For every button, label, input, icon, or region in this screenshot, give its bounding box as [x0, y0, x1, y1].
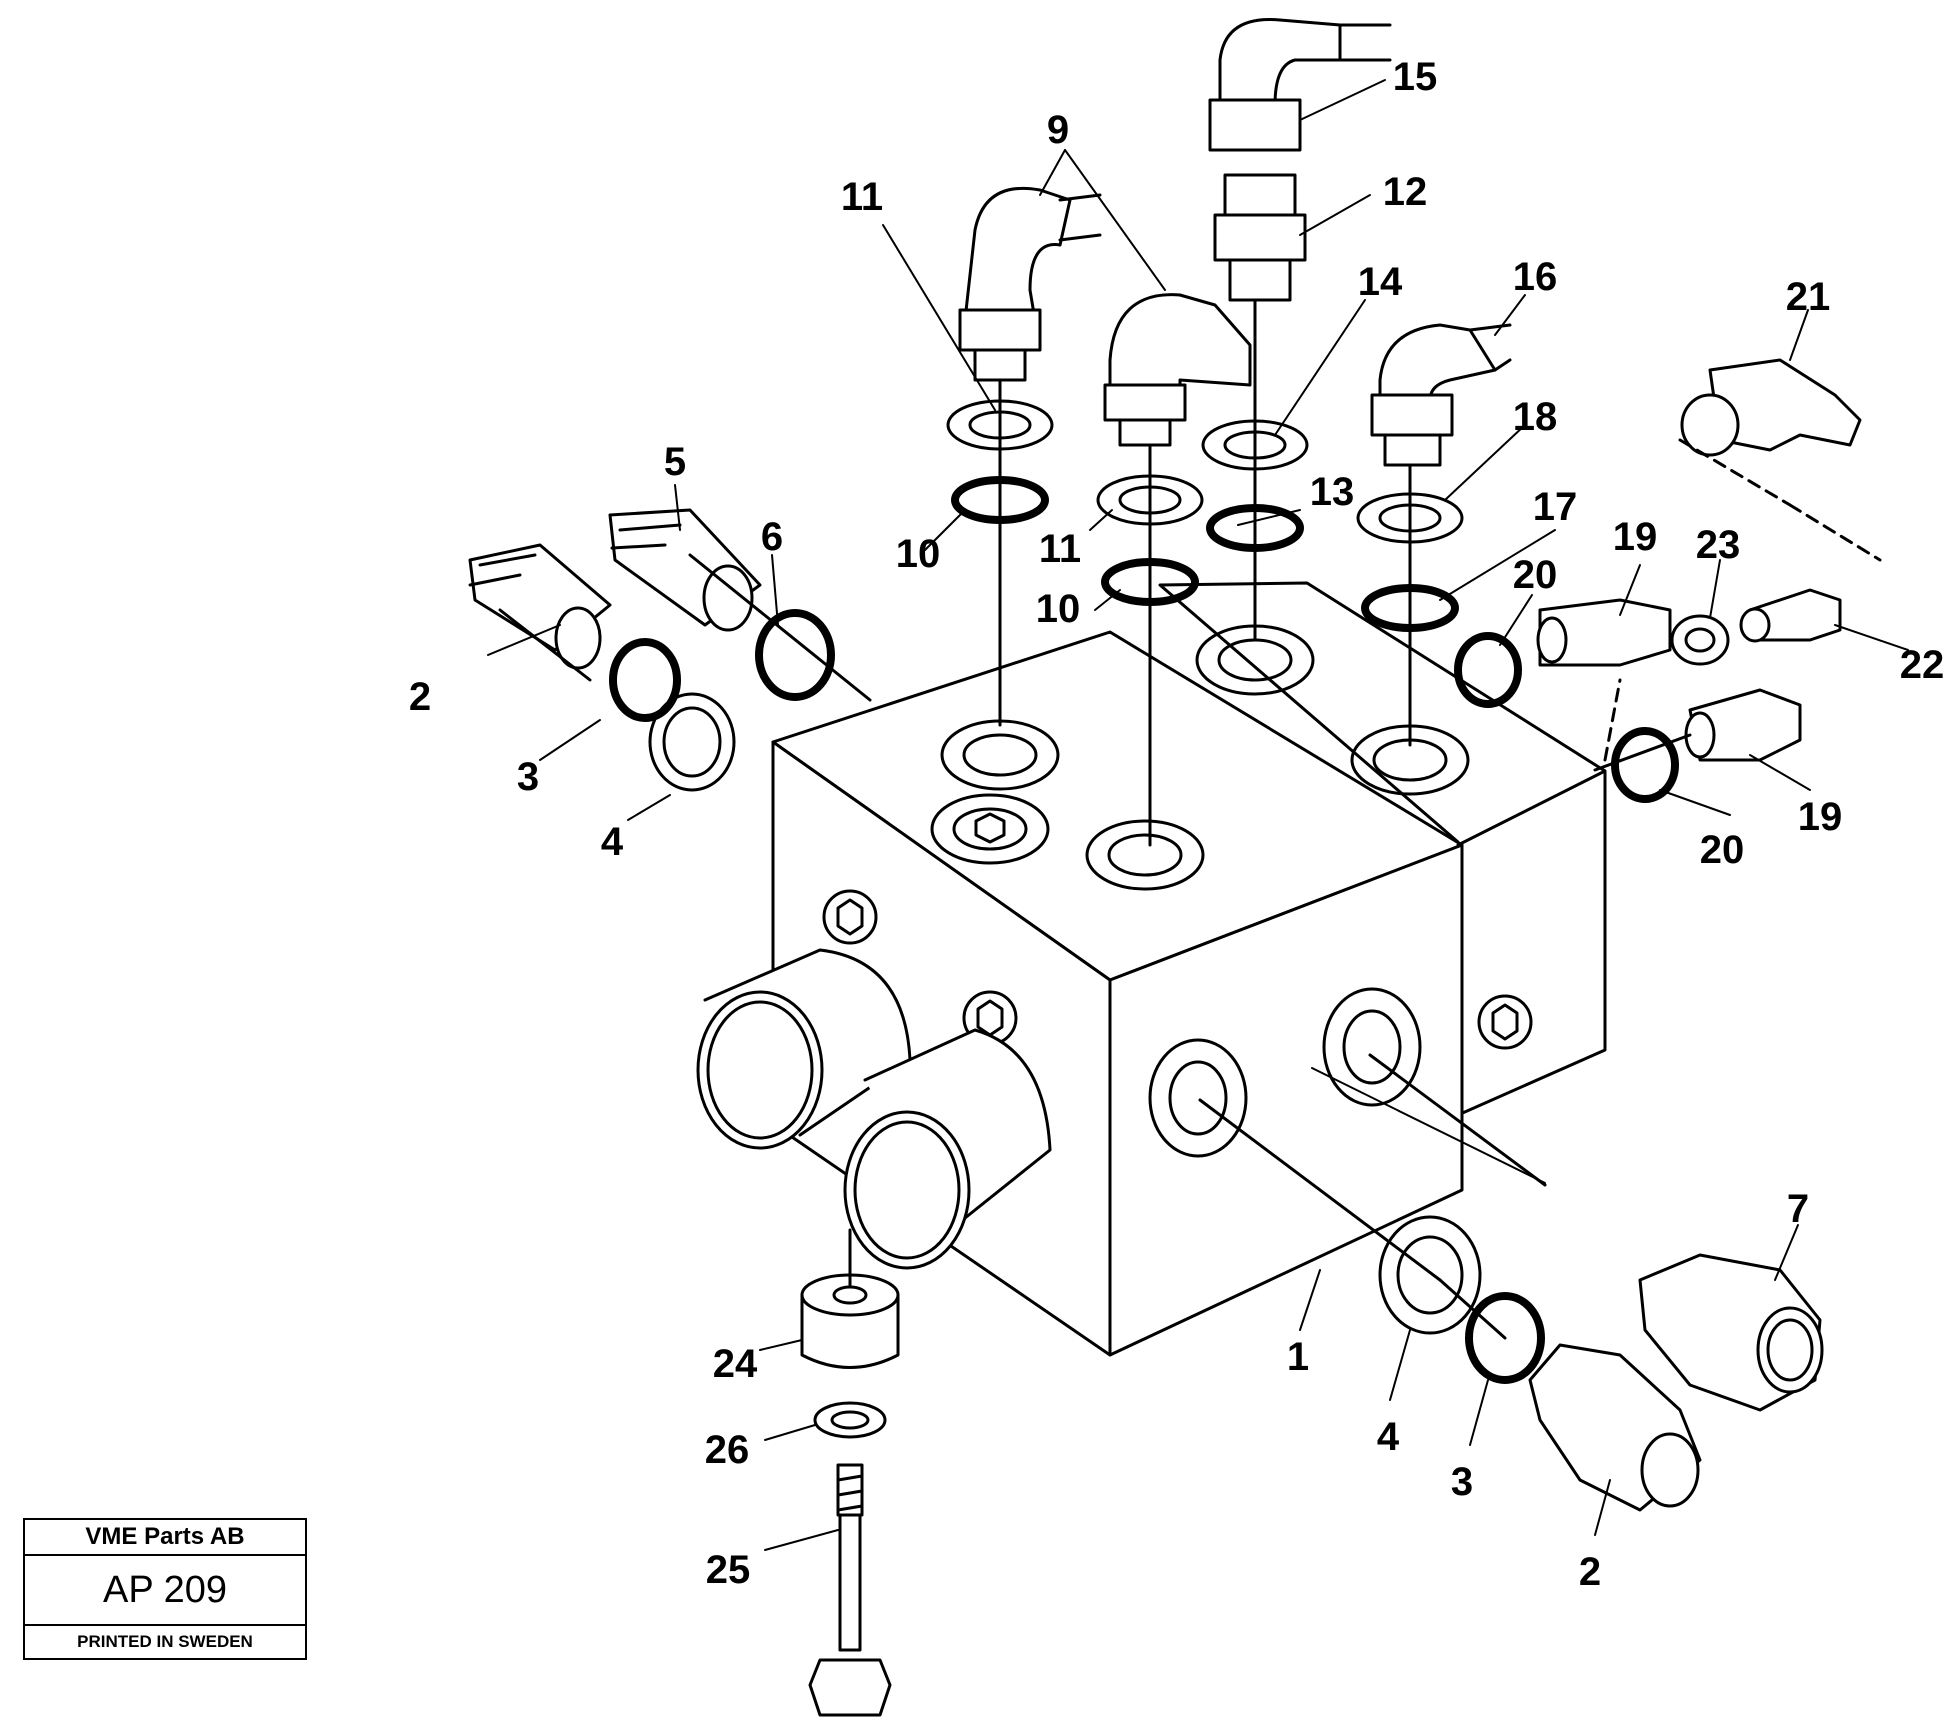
- fitting-item-5: [608, 508, 872, 702]
- fitting-item-19-lower: [1593, 688, 1802, 772]
- callout-7: 7: [1787, 1187, 1809, 1231]
- callout-2-left: 2: [409, 675, 431, 719]
- o-ring-item-13: [1206, 504, 1304, 552]
- callout-18: 18: [1513, 395, 1558, 439]
- callout-12: 12: [1383, 170, 1428, 214]
- washer-item-4-right: [1378, 1215, 1482, 1335]
- callout-13: 13: [1310, 470, 1355, 514]
- bolt-item-25: [808, 1463, 892, 1717]
- callout-15: 15: [1393, 55, 1438, 99]
- o-ring-item-6: [755, 609, 835, 701]
- callout-labels: 1 2 2 3 3 4 4 5 6 7 9 10 10 11 11 12 13 …: [409, 55, 1944, 1594]
- valve-block: [696, 581, 1607, 1357]
- washer-item-11-left: [946, 399, 1054, 451]
- callout-14: 14: [1358, 260, 1403, 304]
- callout-2-right: 2: [1579, 1550, 1601, 1594]
- elbow-item-9-center: [1103, 293, 1252, 847]
- o-ring-item-3-left: [609, 638, 681, 722]
- callout-11-top: 11: [841, 175, 883, 219]
- callout-4-right: 4: [1377, 1415, 1400, 1459]
- elbow-item-16: [1370, 323, 1512, 747]
- callout-16: 16: [1513, 255, 1558, 299]
- drawing-code: AP 209: [25, 1556, 305, 1626]
- washer-item-18: [1356, 492, 1464, 544]
- spacer-item-24: [800, 1228, 900, 1369]
- callout-20-lower: 20: [1700, 828, 1745, 872]
- elbow-item-15: [1208, 18, 1392, 152]
- company-name: VME Parts AB: [25, 1520, 305, 1556]
- callout-10-left: 10: [896, 532, 941, 576]
- callout-5: 5: [664, 440, 686, 484]
- callout-23: 23: [1696, 523, 1741, 567]
- o-ring-item-3-right: [1465, 1292, 1545, 1384]
- fitting-item-7: [1198, 1053, 1824, 1412]
- callout-24: 24: [713, 1342, 758, 1386]
- o-ring-item-17: [1361, 584, 1459, 632]
- o-ring-item-10-center: [1101, 558, 1199, 606]
- callout-17: 17: [1533, 485, 1578, 529]
- callout-26: 26: [705, 1428, 750, 1472]
- callout-19-upper: 19: [1613, 515, 1658, 559]
- callout-3-right: 3: [1451, 1460, 1473, 1504]
- o-ring-item-20-lower: [1611, 727, 1679, 803]
- callout-22: 22: [1900, 643, 1945, 687]
- callout-10-center: 10: [1036, 587, 1081, 631]
- o-ring-item-10-left: [951, 476, 1049, 524]
- fitting-item-22: [1739, 588, 1842, 643]
- washer-item-11-center: [1096, 474, 1204, 526]
- title-block: VME Parts AB AP 209 PRINTED IN SWEDEN: [23, 1518, 307, 1660]
- printed-note: PRINTED IN SWEDEN: [77, 1632, 253, 1651]
- fitting-item-2-left: [468, 543, 612, 682]
- callout-9: 9: [1047, 108, 1069, 152]
- leader-lines: [487, 79, 1909, 1551]
- callout-20-upper: 20: [1513, 553, 1558, 597]
- washer-item-14: [1201, 419, 1309, 471]
- callout-6: 6: [761, 515, 783, 559]
- washer-item-26: [813, 1401, 887, 1439]
- callout-4-left: 4: [601, 820, 624, 864]
- adapter-item-12: [1213, 173, 1307, 642]
- callout-1: 1: [1287, 1335, 1309, 1379]
- fitting-item-19-upper: [1536, 598, 1672, 667]
- tee-item-21: [1678, 358, 1882, 562]
- washer-item-4-left: [648, 692, 736, 792]
- callout-21: 21: [1786, 275, 1831, 319]
- callout-11-center: 11: [1039, 527, 1081, 571]
- callout-25: 25: [706, 1548, 751, 1592]
- o-ring-item-20-upper: [1454, 632, 1522, 708]
- washer-item-23: [1670, 614, 1730, 666]
- callout-3-left: 3: [517, 755, 539, 799]
- fitting-item-2-right: [1528, 1343, 1702, 1512]
- callout-19-lower: 19: [1798, 795, 1843, 839]
